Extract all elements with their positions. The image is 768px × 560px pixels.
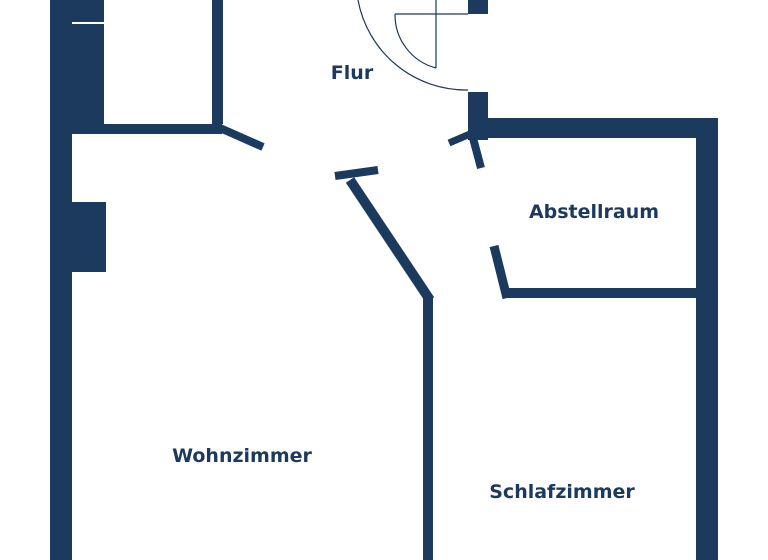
room-label-flur: Flur: [330, 62, 374, 84]
outer-wall-left: [50, 0, 72, 560]
small-room-right-wall: [212, 0, 223, 124]
abstellraum-door-stub-top: [469, 136, 485, 170]
entry-door-swing-inner: [394, 13, 437, 69]
outer-wall-right: [696, 118, 718, 560]
small-room-door-stub: [218, 124, 265, 151]
abstellraum-door-stub-left: [489, 244, 512, 300]
room-label-wohnzimmer: Wohnzimmer: [172, 445, 312, 467]
partition-vertical: [423, 298, 433, 560]
entry-wall-right-top: [468, 0, 488, 14]
abstellraum-bottom-wall: [505, 288, 697, 298]
flur-door-stub-right: [447, 130, 472, 147]
partition-diagonal: [345, 177, 435, 303]
entry-door-swing-outer: [357, 0, 469, 91]
small-room-top-left-wall: [70, 0, 104, 22]
wall-pillar-upper: [72, 24, 104, 130]
room-label-abstellraum: Abstellraum: [528, 201, 660, 223]
room-label-schlafzimmer: Schlafzimmer: [489, 481, 635, 503]
partition-door-stub: [334, 166, 379, 180]
small-room-bottom-wall: [72, 124, 222, 134]
wall-pillar-lower: [72, 202, 106, 272]
abstellraum-top-wall: [468, 118, 718, 138]
